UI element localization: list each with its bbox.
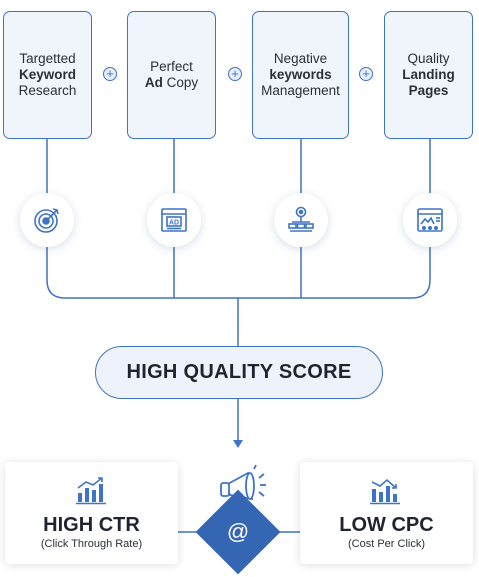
quality-score-text: HIGH QUALITY SCORE: [126, 361, 352, 383]
target-icon: [20, 193, 74, 247]
result-subtitle: (Cost Per Click): [347, 538, 425, 550]
factor-line: Negative: [273, 51, 328, 66]
factor-keyword: Keyword: [18, 67, 76, 82]
factor-keyword: Pages: [408, 83, 449, 98]
factor-keyword: Landing: [402, 67, 455, 82]
plus-icon: +: [359, 67, 373, 81]
factor-line: Perfect: [150, 59, 193, 74]
result-title: HIGH CTR: [43, 514, 140, 536]
result-low-cpc: LOW CPC (Cost Per Click): [300, 462, 473, 564]
result-subtitle: (Click Through Rate): [40, 538, 143, 550]
svg-text:AD: AD: [169, 220, 179, 227]
network-keywords-icon: [274, 193, 328, 247]
factor-line: Quality: [407, 51, 450, 66]
at-symbol: @: [226, 519, 250, 544]
factor-keyword: Ad: [144, 75, 163, 90]
factor-keyword: keywords: [269, 67, 332, 82]
plus-icon: +: [103, 67, 117, 81]
factor-landing-pages: Quality Landing Pages: [384, 11, 473, 139]
ad-copy-icon: AD: [147, 193, 201, 247]
factor-line-2: Ad Copy: [145, 75, 198, 91]
plus-icon: +: [228, 67, 242, 81]
result-high-ctr: HIGH CTR (Click Through Rate): [5, 462, 178, 564]
bar-chart-icon: [369, 476, 401, 511]
factor-line: Management: [261, 83, 340, 98]
landing-page-icon: [403, 193, 457, 247]
factor-negative-keywords: Negative keywords Management: [252, 11, 349, 139]
result-title: LOW CPC: [339, 514, 434, 536]
factor-line: Targetted: [19, 51, 76, 66]
factor-keyword-research: Targetted Keyword Research: [3, 11, 92, 139]
quality-score-label: HIGH QUALITY SCORE: [95, 346, 383, 399]
bar-chart-icon: [75, 476, 107, 511]
factor-ad-copy: Perfect Ad Copy: [127, 11, 216, 139]
factor-line: Copy: [166, 75, 199, 90]
factor-line: Research: [18, 83, 77, 98]
